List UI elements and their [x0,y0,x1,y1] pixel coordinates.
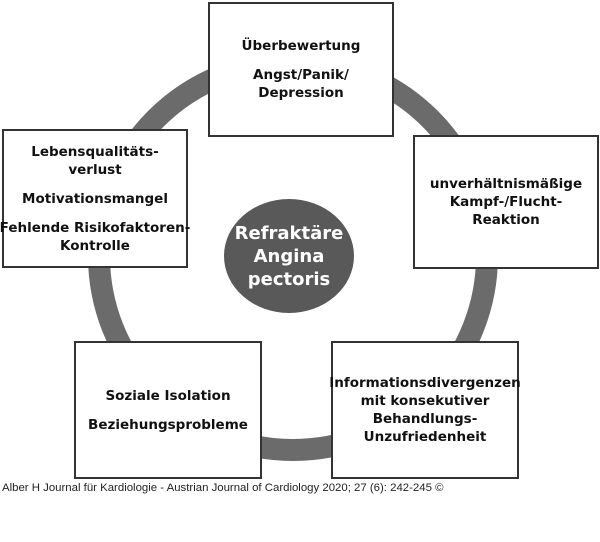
center-line-1: Refraktäre [234,222,344,244]
box-right-top: unverhältnismäßige Kampf-/Flucht- Reakti… [413,135,599,269]
box-top: Überbewertung Angst/Panik/ Depression [208,2,394,137]
box-left-top-line-1: Lebensqualitäts- [31,143,159,160]
source-caption: Alber H Journal für Kardiologie - Austri… [2,482,444,494]
box-right-top-line-1: unverhältnismäßige [429,176,583,192]
box-right-bottom-line-4: Unzufriedenheit [363,429,487,445]
box-left-bottom-line-1: Soziale Isolation [105,387,231,404]
box-left-top-line-2: verlust [68,161,122,178]
box-right-bottom-line-1: Informationsdivergenzen [329,375,521,391]
box-right-bottom-line-2: mit konsekutiver [360,393,490,409]
box-right-top-line-3: Reaktion [472,212,540,228]
box-right-bottom: Informationsdivergenzen mit konsekutiver… [329,341,521,479]
box-left-bottom: Soziale Isolation Beziehungsprobleme [74,341,262,479]
box-top-line-1: Überbewertung [241,38,361,54]
box-left-top-line-3: Motivationsmangel [22,190,168,207]
box-left-bottom-line-2: Beziehungsprobleme [88,416,248,433]
box-left-top-line-5: Kontrolle [60,237,130,254]
box-right-top-line-2: Kampf-/Flucht- [449,194,563,210]
center-line-2: Angina [253,245,325,267]
box-left-top-line-4: Fehlende Risikofaktoren- [0,219,191,236]
box-top-line-3: Depression [258,85,344,101]
box-right-bottom-line-3: Behandlungs- [372,411,478,427]
box-top-line-2: Angst/Panik/ [253,67,349,83]
box-left-top: Lebensqualitäts- verlust Motivationsmang… [0,129,191,268]
center-line-3: pectoris [247,268,331,290]
center-ellipse: Refraktäre Angina pectoris [224,199,354,313]
